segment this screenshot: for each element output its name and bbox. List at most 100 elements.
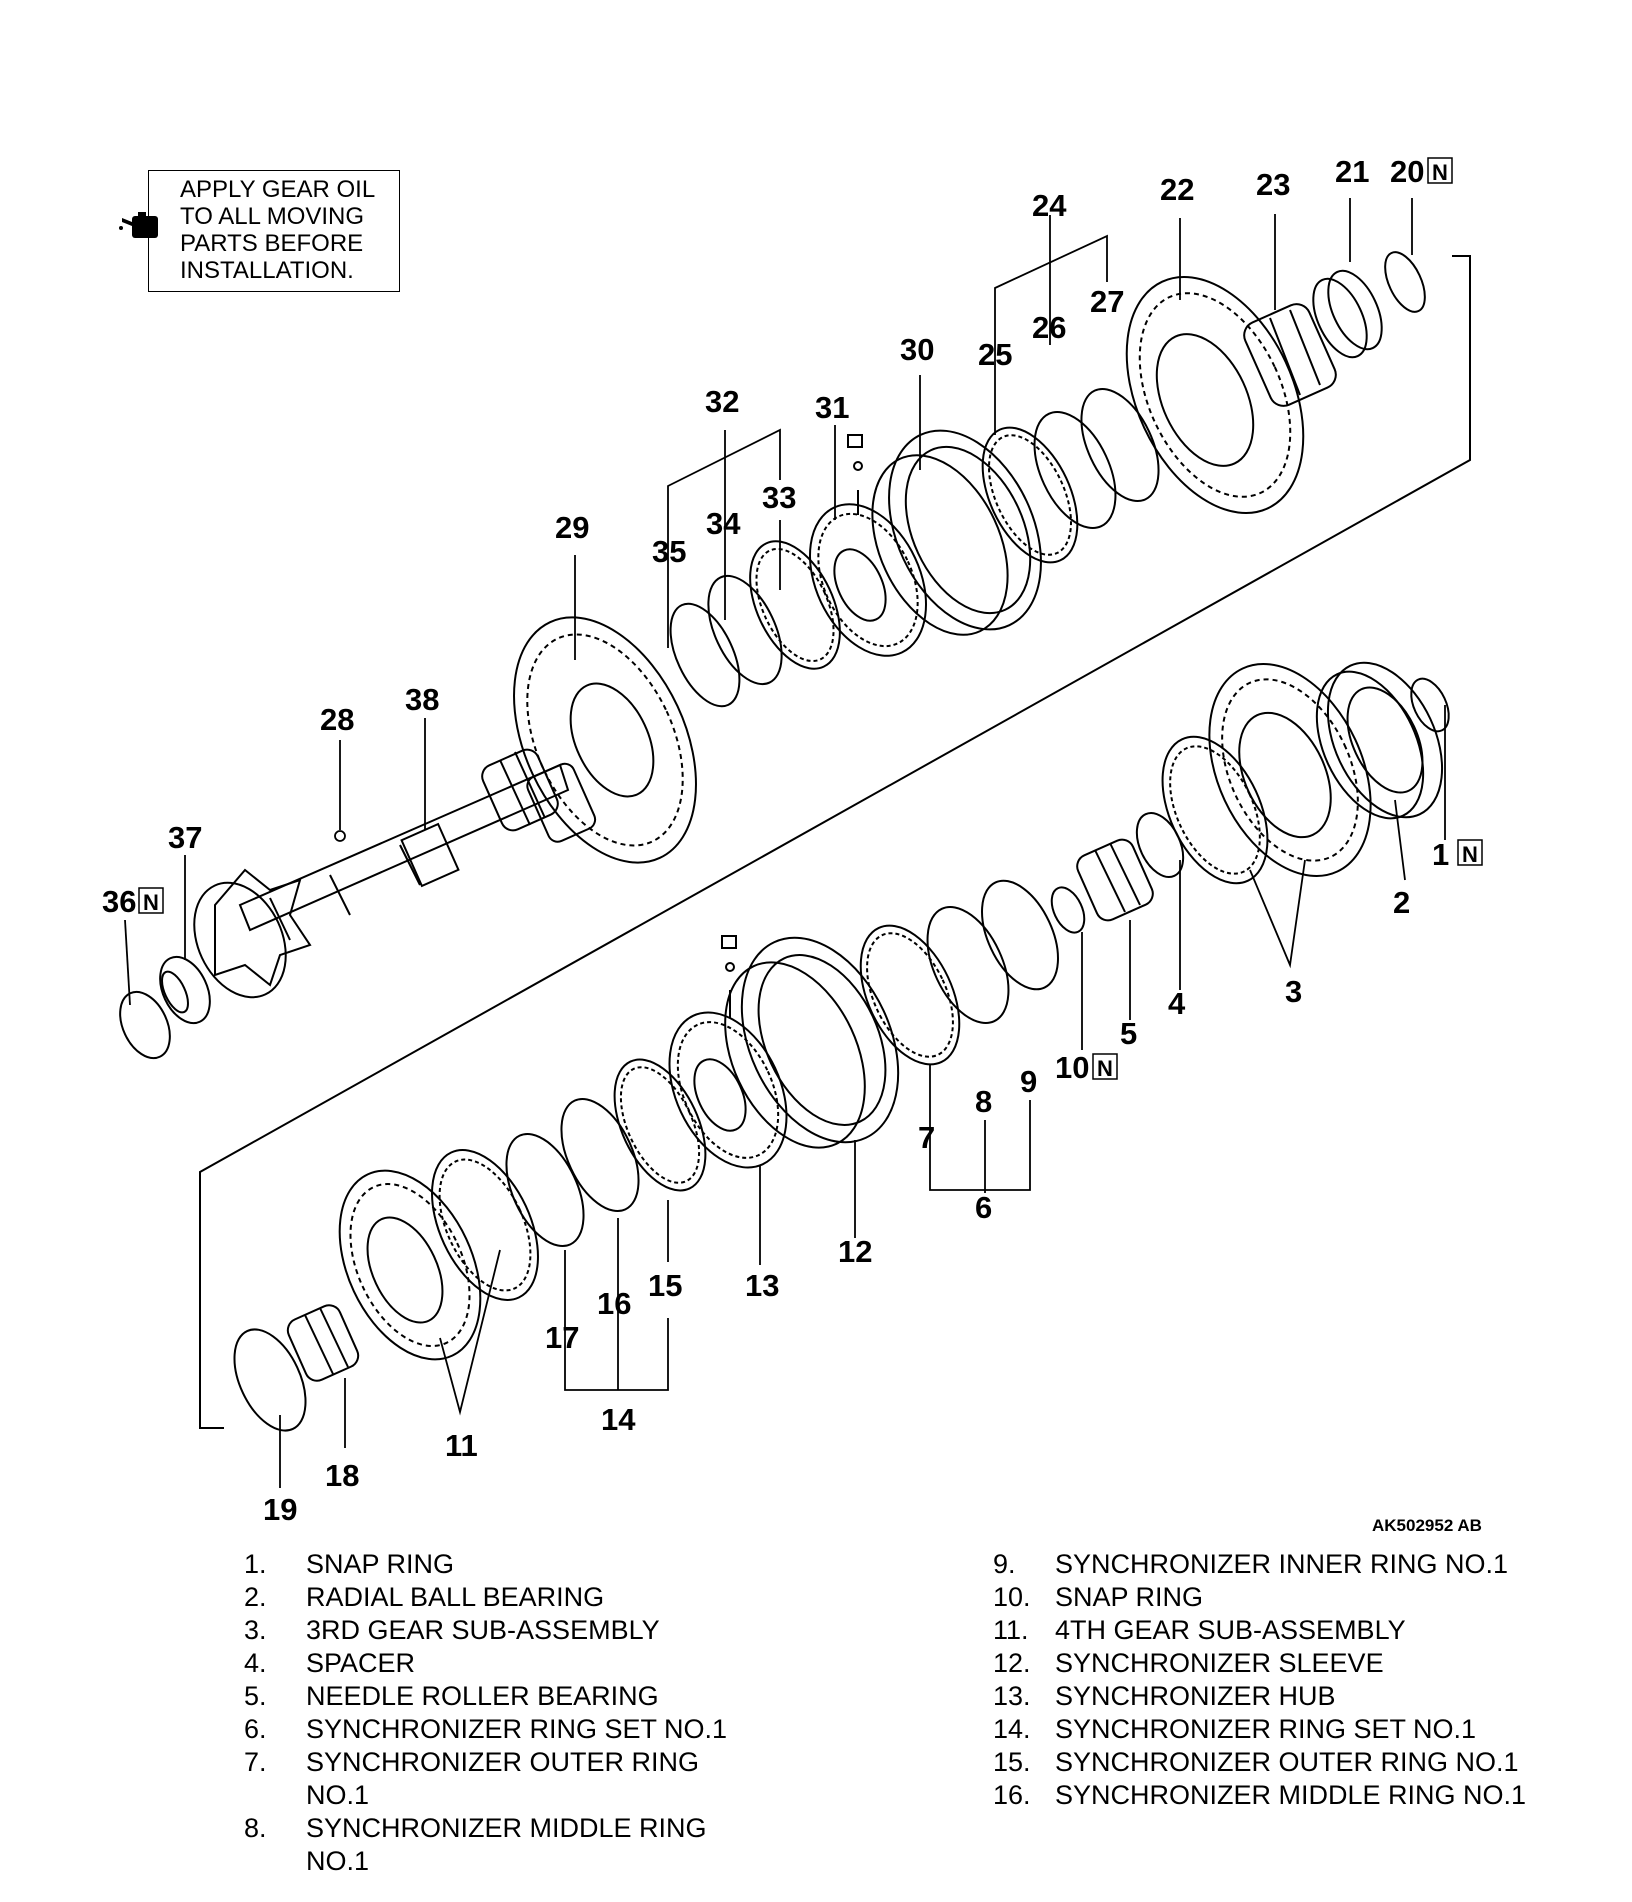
- needle-bearing-38: [481, 748, 559, 832]
- synchronizer-hub-13: [668, 935, 788, 1169]
- legend-item-text: SYNCHRONIZER INNER RING NO.1: [1055, 1549, 1509, 1579]
- callout-4: 4: [1168, 986, 1186, 1021]
- legend-item-text: SYNCHRONIZER RING SET NO.1: [1055, 1714, 1477, 1744]
- synchronizer-sleeve-30: [871, 429, 1042, 636]
- legend-item-number: 7.: [244, 1747, 267, 1777]
- legend-item-text: 3RD GEAR SUB-ASSEMBLY: [306, 1615, 660, 1645]
- callout-12: 12: [838, 1234, 872, 1269]
- n-mark-box-36: [138, 887, 164, 914]
- callout-18: 18: [325, 1458, 359, 1493]
- legend-item-number: 14.: [993, 1714, 1031, 1744]
- legend-item: 2.RADIAL BALL BEARING: [244, 1581, 764, 1614]
- callout-25: 25: [978, 337, 1012, 372]
- callout-20: 20: [1390, 154, 1424, 189]
- gear-22: [1125, 276, 1305, 514]
- ball-bearing-2: [1315, 661, 1444, 820]
- legend-item-number: 16.: [993, 1780, 1031, 1810]
- legend-item-text: SYNCHRONIZER OUTER RING NO.1: [306, 1747, 700, 1810]
- callout-16: 16: [597, 1286, 631, 1321]
- callout-24: 24: [1032, 188, 1067, 223]
- legend-item-text: NEEDLE ROLLER BEARING: [306, 1681, 659, 1711]
- callout-15: 15: [648, 1268, 682, 1303]
- legend-item-number: 4.: [244, 1648, 267, 1678]
- legend-item: 5. NEEDLE ROLLER BEARING: [244, 1680, 764, 1713]
- legend-item: 16.SYNCHRONIZER MIDDLE RING NO.1: [993, 1779, 1553, 1812]
- legend-item: 11. 4TH GEAR SUB-ASSEMBLY: [993, 1614, 1553, 1647]
- callout-14: 14: [601, 1402, 636, 1437]
- snap-ring-1: [1410, 677, 1450, 733]
- legend-item: 14. SYNCHRONIZER RING SET NO.1: [993, 1713, 1553, 1746]
- callout-30: 30: [900, 332, 934, 367]
- legend-item-number: 5.: [244, 1681, 267, 1711]
- legend-item: 8. SYNCHRONIZER MIDDLE RING NO.1: [244, 1812, 764, 1878]
- ring-27: [1080, 387, 1160, 503]
- gear-29: [513, 616, 697, 864]
- callout-27: 27: [1090, 284, 1124, 319]
- gear-11: [338, 1169, 482, 1361]
- callout-37: 37: [168, 820, 202, 855]
- legend-item-number: 10.: [993, 1582, 1031, 1612]
- legend-item-text: SYNCHRONIZER SLEEVE: [1055, 1648, 1384, 1678]
- legend-item-number: 9.: [993, 1549, 1016, 1579]
- ring-19: [233, 1328, 307, 1432]
- callout-13: 13: [745, 1268, 779, 1303]
- legend-item-text: 4TH GEAR SUB-ASSEMBLY: [1055, 1615, 1406, 1645]
- ring-34: [707, 574, 783, 686]
- callout-5: 5: [1120, 1016, 1137, 1051]
- synchronizer-hub-31: [808, 434, 928, 657]
- legend-item: 3. 3RD GEAR SUB-ASSEMBLY: [244, 1614, 764, 1647]
- callout-10: 10: [1055, 1050, 1089, 1085]
- snap-ring-36: [119, 990, 171, 1060]
- ring-33: [749, 540, 841, 670]
- legend-item: 10. SNAP RING: [993, 1581, 1553, 1614]
- ring-35: [669, 602, 741, 708]
- callout-3: 3: [1285, 974, 1302, 1009]
- callout-2: 2: [1393, 885, 1410, 920]
- legend-item-text: SYNCHRONIZER RING SET NO.1: [306, 1714, 728, 1744]
- n-mark-10: N: [1097, 1056, 1113, 1081]
- legend-item-text: SYNCHRONIZER HUB: [1055, 1681, 1336, 1711]
- ring-15: [613, 1058, 707, 1192]
- callout-28: 28: [320, 702, 354, 737]
- gear-3: [1208, 663, 1372, 877]
- ring-25: [981, 426, 1079, 564]
- callout-23: 23: [1256, 167, 1290, 202]
- legend-item-text: SYNCHRONIZER OUTER RING NO.1: [1055, 1747, 1519, 1777]
- callout-1: 1: [1432, 837, 1449, 872]
- frame-line: [199, 255, 1471, 1429]
- callout-8: 8: [975, 1084, 992, 1119]
- legend-item-number: 3.: [244, 1615, 267, 1645]
- ring-26: [1033, 411, 1117, 529]
- needle-bearing-18: [286, 1304, 360, 1382]
- n-mark-box-20: [1427, 157, 1453, 184]
- legend-item: 7. SYNCHRONIZER OUTER RING NO.1: [244, 1746, 764, 1812]
- legend-item: 12.SYNCHRONIZER SLEEVE: [993, 1647, 1553, 1680]
- legend-item-text: SNAP RING: [1055, 1582, 1204, 1612]
- bushing-21: [1312, 269, 1383, 359]
- callout-21: 21: [1335, 154, 1369, 189]
- legend-item-number: 2.: [244, 1582, 267, 1612]
- callout-17: 17: [545, 1320, 579, 1355]
- snap-ring-10: [1050, 886, 1086, 934]
- callout-31: 31: [815, 390, 849, 425]
- parts-legend-right: 9. SYNCHRONIZER INNER RING NO.1 10. SNAP RI…: [993, 1548, 1553, 1812]
- legend-item-number: 11.: [993, 1615, 1029, 1645]
- callout-6: 6: [975, 1190, 992, 1225]
- legend-item-number: 8.: [244, 1813, 267, 1843]
- n-mark-36: N: [143, 890, 159, 915]
- legend-item: 9. SYNCHRONIZER INNER RING NO.1: [993, 1548, 1553, 1581]
- legend-item: 1.SNAP RING: [244, 1548, 764, 1581]
- callout-9: 9: [1020, 1064, 1037, 1099]
- callout-34: 34: [706, 506, 741, 541]
- legend-item: 15.SYNCHRONIZER OUTER RING NO.1: [993, 1746, 1553, 1779]
- clutch-ring-11: [431, 1149, 539, 1301]
- legend-item-number: 6.: [244, 1714, 267, 1744]
- legend-item: 13.SYNCHRONIZER HUB: [993, 1680, 1553, 1713]
- ring-8: [926, 906, 1010, 1024]
- n-mark-1: N: [1462, 842, 1478, 867]
- leader-lines: [124, 198, 1446, 1488]
- n-mark-20: N: [1432, 160, 1448, 185]
- needle-bearing-23: [1243, 303, 1337, 407]
- legend-item-text: SYNCHRONIZER MIDDLE RING NO.1: [306, 1813, 707, 1876]
